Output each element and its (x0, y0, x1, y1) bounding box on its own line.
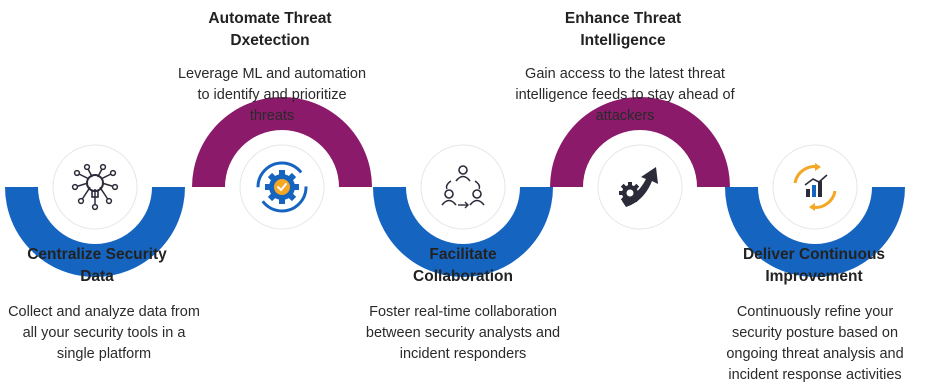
step-1-icon-disc (52, 144, 138, 230)
step-4-icon-disc (597, 144, 683, 230)
step-2-description: Leverage ML and automation to identify a… (177, 66, 367, 124)
team-collaboration-icon (441, 165, 485, 209)
network-hub-icon (71, 163, 119, 211)
step-2-title: Automate Threat Dxetection (208, 10, 332, 49)
step-4-title: Enhance Threat Intelligence (564, 10, 682, 49)
step-3-arc (373, 187, 553, 277)
step-1-title: Centralize Security Data (27, 246, 167, 285)
growth-arrow-gear-icon (619, 167, 658, 207)
step-1-arc (5, 187, 185, 277)
step-4-description: Gain access to the latest threat intelli… (515, 66, 735, 124)
step-3-title: Facilitate Collaboration (413, 246, 513, 285)
step-3-icon-disc (420, 144, 506, 230)
step-4-arc (550, 97, 730, 187)
step-3-description: Foster real-time collaboration between s… (365, 304, 561, 362)
step-5-title: Deliver Continuous Improvement (742, 246, 886, 285)
gear-check-icon (256, 161, 308, 213)
step-5-description: Continuously refine your security postur… (726, 304, 904, 383)
step-1-description: Collect and analyze data from all your s… (8, 304, 200, 362)
step-5-arc (725, 187, 905, 277)
cycle-chart-icon (793, 163, 837, 211)
step-2-arc (192, 97, 372, 187)
